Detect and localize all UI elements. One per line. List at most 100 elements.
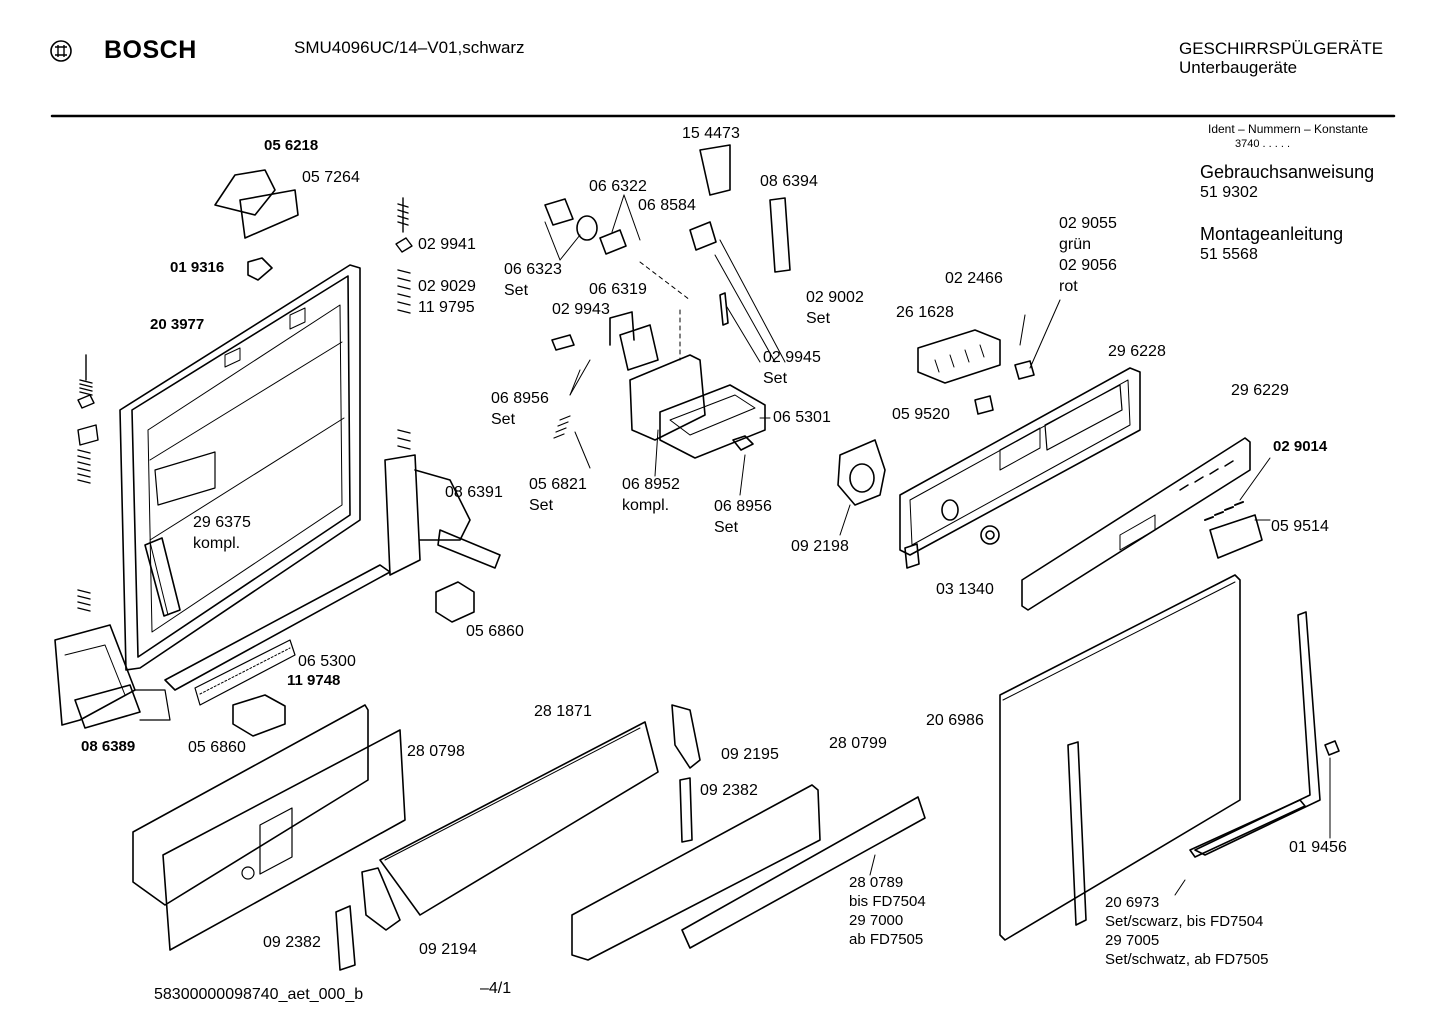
part-label-065300: 06 5300 — [298, 653, 356, 670]
screw-right — [1324, 740, 1340, 756]
category-subtitle: Unterbaugeräte — [1179, 58, 1298, 77]
part-label-031340: 03 1340 — [936, 581, 994, 598]
side-trim-left — [1067, 741, 1087, 926]
part-label-029945: 02 9945 — [763, 349, 821, 366]
part-label-019456: 01 9456 — [1289, 839, 1347, 856]
document-id: 58300000098740_aet_000_b — [154, 986, 364, 1003]
bracket-092382 — [679, 777, 693, 843]
part-label-019316: 01 9316 — [170, 259, 225, 276]
part-label-029056: 02 9056 — [1059, 257, 1117, 274]
side-trim-right — [1194, 611, 1321, 856]
part-label-280789: 28 0789 — [849, 874, 904, 891]
part-label-296229: 29 6229 — [1231, 382, 1289, 399]
part-label-029055: 02 9055 — [1059, 215, 1117, 232]
manual-number: 51 9302 — [1200, 184, 1258, 201]
bottom-seal-strip — [164, 564, 391, 706]
door-latch — [214, 169, 299, 281]
part-label-297000: 29 7000 — [849, 912, 904, 929]
part-label-066323: 06 6323 — [504, 261, 562, 278]
part-label-rot: rot — [1059, 278, 1078, 295]
part-label-066319: 06 6319 — [589, 281, 647, 298]
page-number: –4/1 — [480, 980, 512, 997]
part-label-set-e: Set — [529, 497, 554, 514]
part-label-092382-b: 09 2382 — [263, 934, 321, 951]
part-label-029002: 02 9002 — [806, 289, 864, 306]
part-label-068956-b: 06 8956 — [714, 498, 772, 515]
kick-panel-rear — [571, 784, 821, 961]
brand-name: BOSCH — [104, 36, 197, 64]
part-label-022466: 02 2466 — [945, 270, 1003, 287]
part-label-296228: 29 6228 — [1108, 343, 1166, 360]
left-hinge — [54, 624, 171, 729]
part-label-068952: 06 8952 — [622, 476, 680, 493]
part-label-056218: 05 6218 — [264, 137, 319, 154]
door-strut — [144, 537, 181, 617]
part-label-set-c: Set — [763, 370, 788, 387]
bracket-092195 — [671, 704, 701, 769]
part-label-206986: 20 6986 — [926, 712, 984, 729]
part-label-066322: 06 6322 — [589, 178, 647, 195]
trim-strip-280789 — [681, 796, 926, 949]
part-label-296375: 29 6375 — [193, 514, 251, 531]
part-label-057264: 05 7264 — [302, 169, 360, 186]
part-label-086394: 08 6394 — [760, 173, 818, 190]
fascia-panel — [1021, 437, 1251, 611]
part-label-297005: 29 7005 — [1105, 932, 1160, 949]
part-label-set-schwatz-ab: Set/schwatz, ab FD7505 — [1105, 951, 1269, 968]
kick-panel-middle — [379, 721, 659, 916]
part-label-set-a: Set — [504, 282, 529, 299]
part-label-092194: 09 2194 — [419, 941, 477, 958]
center-springs — [395, 197, 413, 450]
bottom-rail-206973 — [1189, 799, 1306, 858]
bosch-armature-icon — [50, 40, 72, 62]
part-label-kompl-a: kompl. — [622, 497, 670, 514]
part-label-065301: 06 5301 — [773, 409, 831, 426]
control-module — [544, 144, 791, 459]
part-label-086391: 08 6391 — [445, 484, 503, 501]
part-label-059520: 05 9520 — [892, 406, 950, 423]
part-label-068956-a: 06 8956 — [491, 390, 549, 407]
part-label-281871: 28 1871 — [534, 703, 592, 720]
part-label-set-b: Set — [806, 310, 831, 327]
part-label-068584: 06 8584 — [638, 197, 696, 214]
part-label-154473: 15 4473 — [682, 125, 740, 142]
part-label-kompl-b: kompl. — [193, 535, 241, 552]
part-label-119748: 11 9748 — [287, 672, 341, 689]
foam-block-lower — [232, 694, 286, 737]
part-label-280799: 28 0799 — [829, 735, 887, 752]
part-label-092195: 09 2195 — [721, 746, 779, 763]
install-label: Montageanleitung — [1200, 224, 1344, 244]
part-label-056860-b: 05 6860 — [188, 739, 246, 756]
part-label-086389: 08 6389 — [81, 738, 136, 755]
part-label-ab-fd7505: ab FD7505 — [849, 931, 924, 948]
part-label-set-scwarz-bis: Set/scwarz, bis FD7504 — [1105, 913, 1264, 930]
part-label-056821: 05 6821 — [529, 476, 587, 493]
part-label-059514: 05 9514 — [1271, 518, 1329, 535]
part-label-261628: 26 1628 — [896, 304, 954, 321]
part-label-gruen: grün — [1059, 236, 1092, 253]
part-label-056860-a: 05 6860 — [466, 623, 524, 640]
model-number: SMU4096UC/14–V01,schwarz — [294, 38, 525, 57]
part-label-092198: 09 2198 — [791, 538, 849, 555]
part-label-set-f: Set — [714, 519, 739, 536]
ident-value: 3740 . . . . . — [1235, 138, 1291, 150]
part-label-029014: 02 9014 — [1273, 438, 1328, 455]
install-number: 51 5568 — [1200, 246, 1258, 263]
part-label-092382-a: 09 2382 — [700, 782, 758, 799]
part-label-206973: 20 6973 — [1105, 894, 1160, 911]
drive-motor — [837, 439, 886, 506]
part-label-029029: 02 9029 — [418, 278, 476, 295]
manual-label: Gebrauchsanweisung — [1200, 162, 1375, 182]
part-label-029943: 02 9943 — [552, 301, 610, 318]
outer-door-panel — [999, 574, 1241, 941]
ident-title: Ident – Nummern – Konstante — [1208, 122, 1369, 136]
terminal-block — [917, 329, 1035, 415]
foam-block-upper — [435, 581, 475, 623]
part-label-029941: 02 9941 — [418, 236, 476, 253]
part-label-280798: 28 0798 — [407, 743, 465, 760]
control-panel — [899, 367, 1141, 569]
small-brackets — [335, 867, 401, 971]
category-title: GESCHIRRSPÜLGERÄTE — [1179, 39, 1384, 58]
